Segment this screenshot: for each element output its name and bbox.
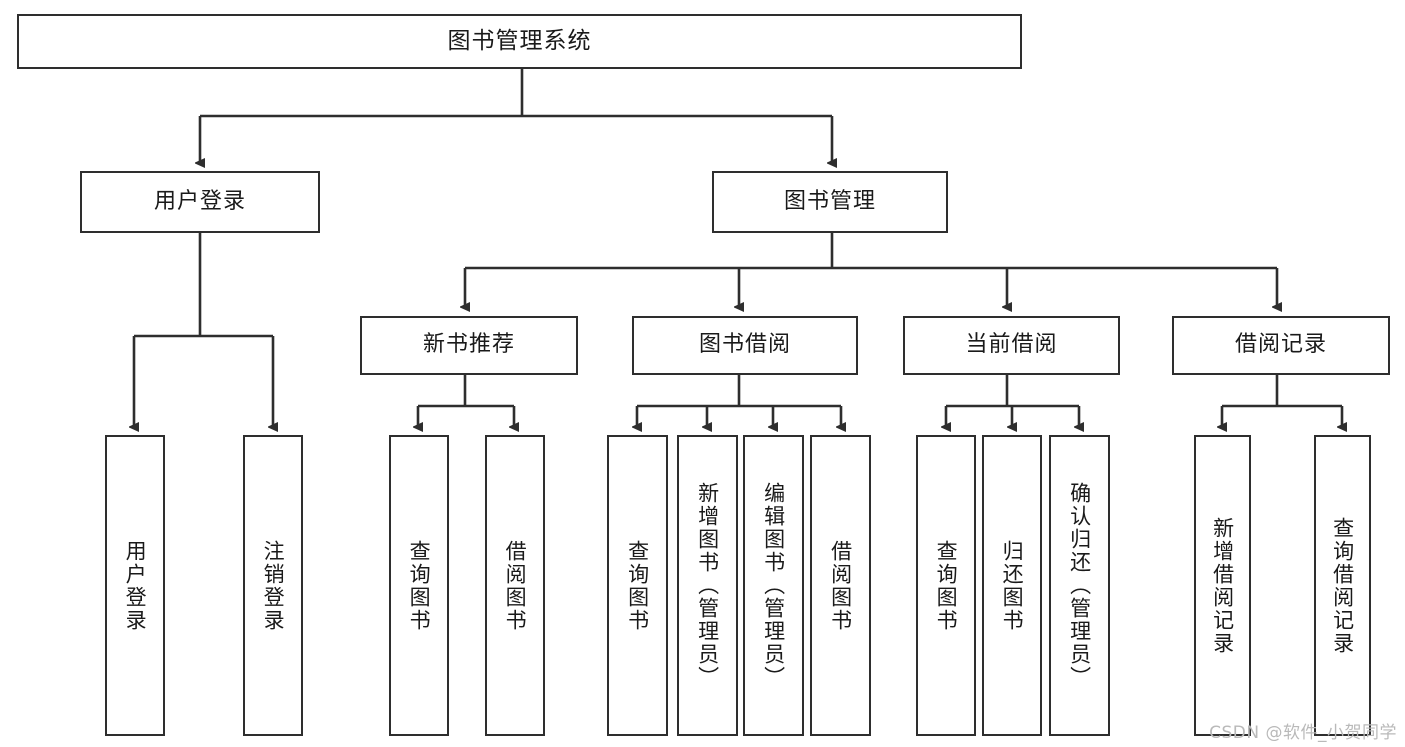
leaf-user-login[interactable]: 用户登录 bbox=[105, 435, 165, 736]
leaf-records-query-record[interactable]: 查询借阅记录 bbox=[1314, 435, 1371, 736]
leaf-new-books-borrow-book[interactable]: 借阅图书 bbox=[485, 435, 545, 736]
node-root-book-management-system[interactable]: 图书管理系统 bbox=[17, 14, 1022, 69]
leaf-new-books-query-book[interactable]: 查询图书 bbox=[389, 435, 449, 736]
node-new-book-recommendation[interactable]: 新书推荐 bbox=[360, 316, 578, 375]
leaf-borrow-borrow-book[interactable]: 借阅图书 bbox=[810, 435, 871, 736]
leaf-logout[interactable]: 注销登录 bbox=[243, 435, 303, 736]
leaf-borrow-query-book[interactable]: 查询图书 bbox=[607, 435, 668, 736]
leaf-current-return-book[interactable]: 归还图书 bbox=[982, 435, 1042, 736]
node-borrowing-records[interactable]: 借阅记录 bbox=[1172, 316, 1390, 375]
node-current-borrowing[interactable]: 当前借阅 bbox=[903, 316, 1120, 375]
watermark: CSDN @软件_小贺同学 bbox=[1209, 723, 1397, 743]
node-book-borrowing[interactable]: 图书借阅 bbox=[632, 316, 858, 375]
leaf-current-query-book[interactable]: 查询图书 bbox=[916, 435, 976, 736]
leaf-borrow-edit-book-admin[interactable]: 编辑图书（管理员） bbox=[743, 435, 804, 736]
node-user-login[interactable]: 用户登录 bbox=[80, 171, 320, 233]
leaf-borrow-add-book-admin[interactable]: 新增图书（管理员） bbox=[677, 435, 738, 736]
node-book-management[interactable]: 图书管理 bbox=[712, 171, 948, 233]
leaf-records-add-record[interactable]: 新增借阅记录 bbox=[1194, 435, 1251, 736]
leaf-current-confirm-return-admin[interactable]: 确认归还（管理员） bbox=[1049, 435, 1110, 736]
